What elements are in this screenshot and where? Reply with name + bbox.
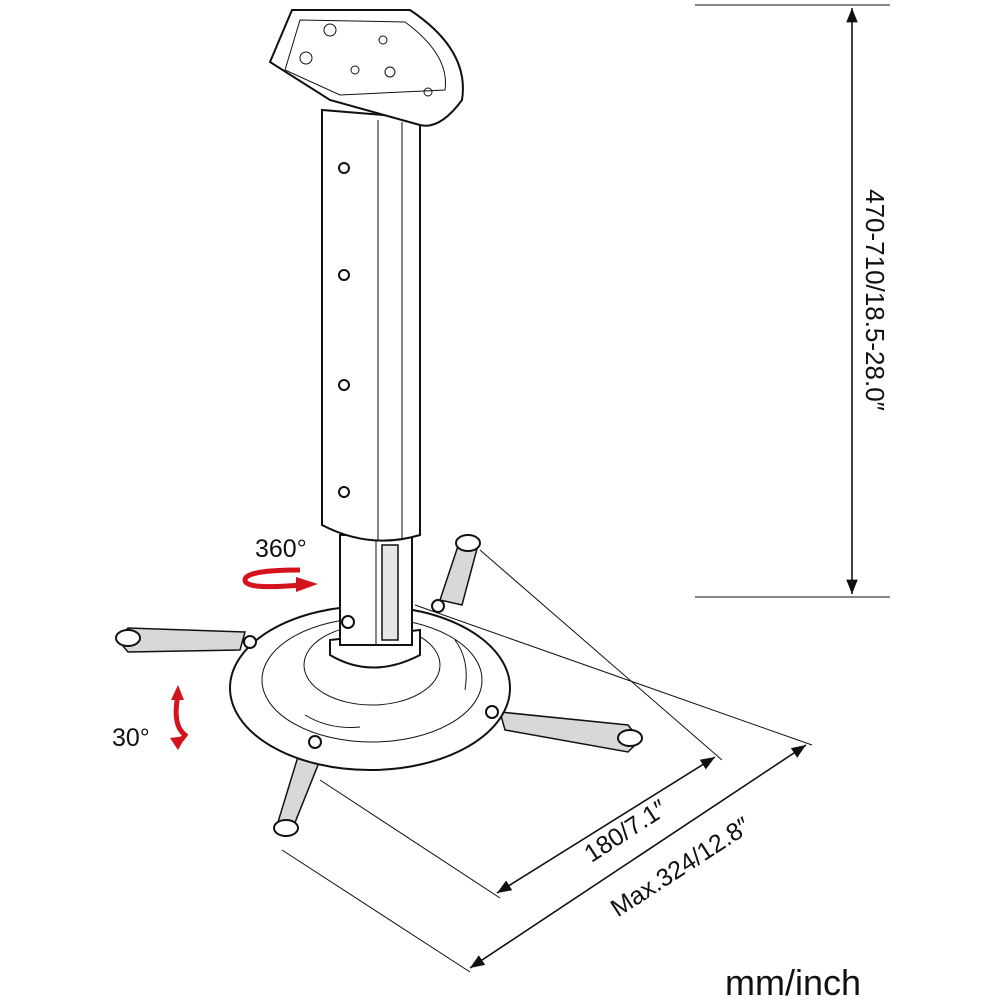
units-label: mm/inch bbox=[725, 962, 861, 1000]
swivel-arrow-icon bbox=[242, 567, 318, 592]
pole bbox=[321, 108, 421, 669]
height-dimension: 470-710/18.5-28.0″ bbox=[695, 4, 890, 598]
mount-arms bbox=[115, 534, 643, 837]
tilt-label: 30° bbox=[112, 724, 150, 752]
tilt-arrow-icon bbox=[170, 685, 189, 750]
height-range-label: 470-710/18.5-28.0″ bbox=[860, 189, 890, 411]
plate-span-label: 180/7.1″ bbox=[579, 794, 672, 868]
swivel-label: 360° bbox=[255, 535, 307, 563]
ceiling-plate bbox=[268, 9, 464, 127]
